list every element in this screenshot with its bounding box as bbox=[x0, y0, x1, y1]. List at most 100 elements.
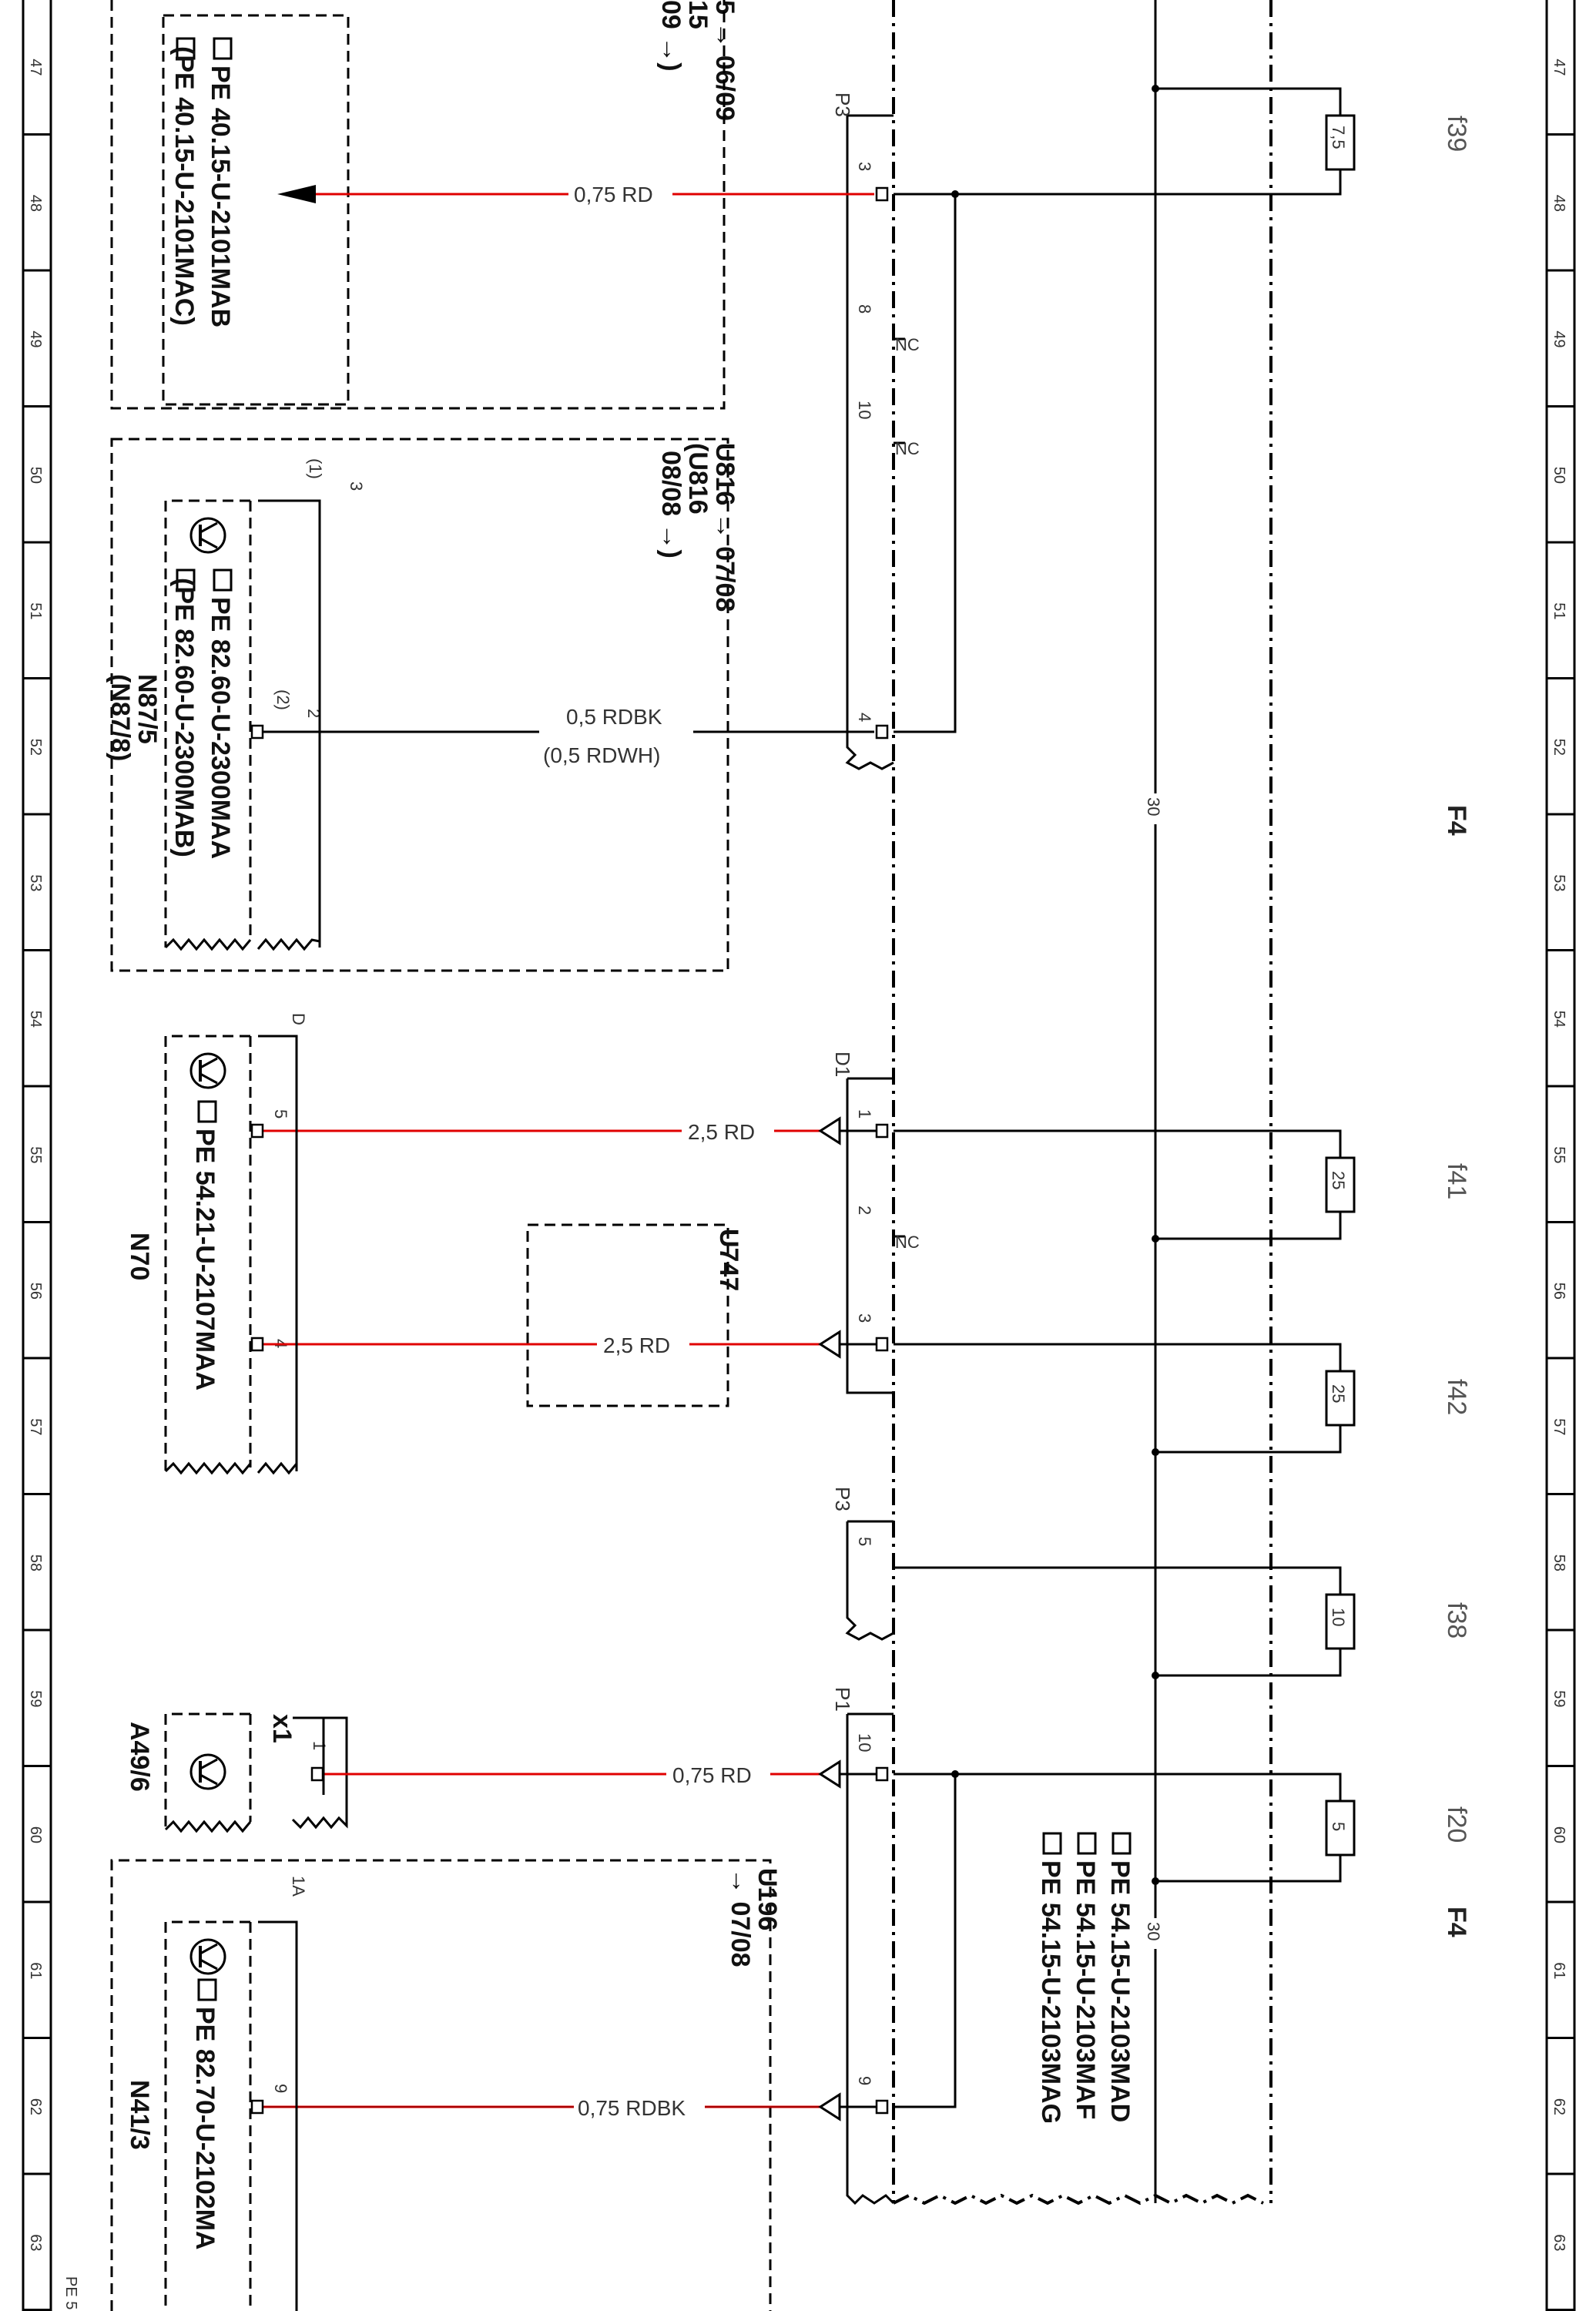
grid-number: 61 bbox=[1551, 1962, 1568, 1979]
label-n41: N41/3 bbox=[125, 2080, 154, 2150]
module-box-u196 bbox=[110, 1859, 772, 2311]
wire-label-3: 2,5 RD bbox=[688, 1120, 755, 1144]
pin-5: 5 bbox=[855, 1537, 874, 1546]
nc-label-2: NC bbox=[895, 439, 920, 458]
grid-number: 63 bbox=[1551, 2234, 1568, 2251]
fuse-f20-value: 5 bbox=[1329, 1822, 1348, 1831]
nc-label-1: NC bbox=[895, 335, 920, 354]
u816-pin2b: (2) bbox=[273, 689, 293, 710]
u816-pin3: 3 bbox=[347, 481, 366, 491]
terminal-stubs bbox=[840, 1129, 882, 2108]
pin-10: 10 bbox=[855, 401, 874, 419]
grid-number: 50 bbox=[27, 467, 44, 484]
grid-number: 53 bbox=[1551, 874, 1568, 891]
top-reference: 5 → 06/09 15 09 →) bbox=[656, 0, 739, 121]
module-box-u747 bbox=[526, 1223, 729, 1407]
pin-3b: 3 bbox=[855, 1313, 874, 1323]
grid-number: 62 bbox=[1551, 2098, 1568, 2115]
grid-number: 48 bbox=[1551, 195, 1568, 212]
fuse-label-f20: f20 bbox=[1442, 1806, 1471, 1843]
fusebox-labels: F4 F4 30 30 bbox=[1142, 793, 1471, 1949]
grid-number: 62 bbox=[27, 2098, 44, 2115]
grid-number: 59 bbox=[1551, 1690, 1568, 1707]
connector-p1 bbox=[846, 1712, 895, 2205]
grid-number: 58 bbox=[1551, 1555, 1568, 1571]
grid-number: 47 bbox=[27, 59, 44, 75]
top-ref-line3: 09 →) bbox=[656, 0, 686, 72]
grid-number: 53 bbox=[27, 874, 44, 891]
pe-ref-4: (PE 82.60-U-2300MAB) bbox=[169, 578, 199, 857]
connector-pin-labels: 3 8 10 4 1 2 3 5 10 9 bbox=[855, 162, 874, 2085]
grid-ticks bbox=[23, 133, 1574, 2311]
grid-number: 47 bbox=[1551, 59, 1568, 75]
arrow-left-icon bbox=[277, 185, 316, 203]
fuse-f38 bbox=[1325, 1593, 1356, 1650]
module-box-u816 bbox=[110, 438, 729, 972]
grid-number: 49 bbox=[1551, 330, 1568, 347]
n41-pin9: 9 bbox=[271, 2084, 290, 2093]
fuse-f42 bbox=[1325, 1370, 1356, 1427]
bus-label-1: 30 bbox=[1144, 797, 1163, 816]
grid-number: 56 bbox=[27, 1283, 44, 1300]
fuse-f38-value: 10 bbox=[1329, 1608, 1348, 1626]
wire-label-6: 0,75 RDBK bbox=[578, 2096, 686, 2120]
top-ref-line2: 15 bbox=[683, 0, 712, 29]
label-u196b: → 07/08 bbox=[726, 1868, 755, 1967]
grid-number: 57 bbox=[1551, 1418, 1568, 1435]
grid-number: 60 bbox=[27, 1826, 44, 1843]
module-box-upper bbox=[110, 0, 726, 410]
junction-dots bbox=[951, 85, 1159, 1885]
wire-label-5: 0,75 RD bbox=[672, 1763, 752, 1787]
grid-number: 51 bbox=[1551, 602, 1568, 619]
pe-ref-8: PE 54.15-U-2103MAF bbox=[1071, 1860, 1100, 2119]
ecu-box-n41 bbox=[164, 1920, 252, 2311]
fuse-f39 bbox=[1325, 114, 1356, 171]
grid-number: 52 bbox=[1551, 739, 1568, 756]
wire-label-2b: (0,5 RDWH) bbox=[543, 743, 660, 767]
wire-label-backgrounds bbox=[539, 181, 774, 2121]
grid-number: 56 bbox=[1551, 1283, 1568, 1300]
conn-d1: D1 bbox=[831, 1052, 854, 1077]
label-a49: A49/6 bbox=[125, 1722, 154, 1792]
grid-number: 57 bbox=[27, 1418, 44, 1435]
grid-number: 54 bbox=[27, 1011, 44, 1028]
grid-number: 54 bbox=[1551, 1011, 1568, 1028]
wire-label-1: 0,75 RD bbox=[574, 183, 653, 206]
transistor-icon bbox=[189, 1938, 226, 1975]
hand-pointer-icon bbox=[176, 37, 1132, 2001]
pin-4: 4 bbox=[855, 713, 874, 722]
grid-number: 49 bbox=[27, 330, 44, 347]
fusebox-label-2: F4 bbox=[1442, 1907, 1471, 1937]
harness-wires bbox=[258, 185, 874, 2108]
grid-number: 63 bbox=[27, 2234, 44, 2251]
pe-ref-7: PE 54.15-U-2103MAD bbox=[1105, 1860, 1135, 2122]
grid-number: 52 bbox=[27, 739, 44, 756]
fuse-f39-value: 7,5 bbox=[1329, 126, 1348, 149]
connector-d1 bbox=[846, 1077, 894, 1394]
module-side-wires bbox=[258, 499, 325, 2311]
pin-10b: 10 bbox=[855, 1733, 874, 1752]
pin-8: 8 bbox=[855, 304, 874, 314]
u816-pin1: (1) bbox=[306, 458, 325, 479]
pe-ref-9: PE 54.15-U-2103MAG bbox=[1036, 1860, 1065, 2124]
grid-number: 55 bbox=[27, 1146, 44, 1163]
grid-number: 61 bbox=[27, 1962, 44, 1979]
fusebox-label-1: F4 bbox=[1442, 805, 1471, 836]
wire-label-2a: 0,5 RDBK bbox=[566, 705, 662, 729]
pe-ref-5: PE 54.21-U-2107MAA bbox=[190, 1129, 220, 1390]
pe-ref-1: PE 40.15-U-2101MAB bbox=[206, 65, 235, 327]
fuse-f41-value: 25 bbox=[1329, 1171, 1348, 1189]
n70-pin5: 5 bbox=[271, 1109, 290, 1119]
fuse-label-f39: f39 bbox=[1442, 116, 1471, 152]
grid-number: 60 bbox=[1551, 1826, 1568, 1843]
grid-number: 58 bbox=[27, 1555, 44, 1571]
wire-labels: 0,75 RD 0,5 RDBK (0,5 RDWH) 2,5 RD 2,5 R… bbox=[543, 183, 755, 2120]
connector-labels: P3 D1 P3 P1 bbox=[831, 92, 854, 1712]
grid-number: 55 bbox=[1551, 1146, 1568, 1163]
grid-number: 59 bbox=[27, 1690, 44, 1707]
terminal-arrows bbox=[818, 1116, 841, 2121]
connector-p3-lower bbox=[845, 1520, 894, 1641]
label-x1: x1 bbox=[267, 1714, 297, 1743]
nc-label-3: NC bbox=[895, 1233, 920, 1252]
